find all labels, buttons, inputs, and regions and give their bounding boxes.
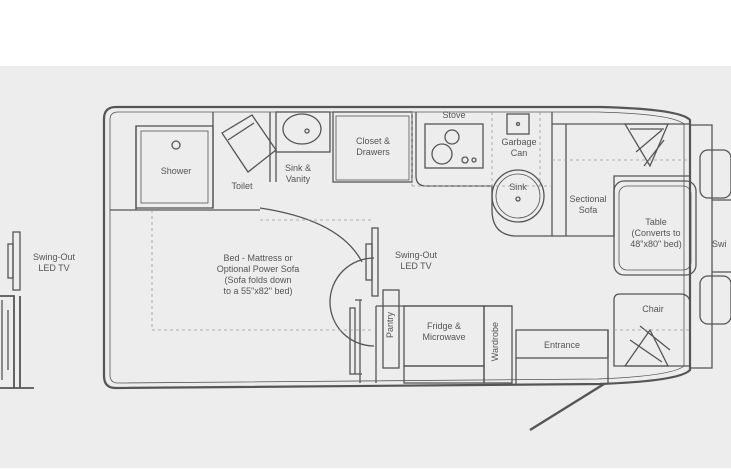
label-sink: Sink xyxy=(509,182,527,192)
dinette-table-inner xyxy=(618,185,692,271)
closet-drawers-box xyxy=(332,111,413,183)
exterior-frame-detail xyxy=(1,300,9,380)
dinette-seat-back xyxy=(623,123,669,168)
tv-lower-icon xyxy=(349,307,356,375)
stove-burner-tiny-icon xyxy=(471,157,477,163)
guide-line-front xyxy=(552,159,690,331)
label-wardrobe: Wardrobe xyxy=(490,322,500,362)
exterior-frame xyxy=(0,295,34,389)
label-entrance: Entrance xyxy=(543,340,581,350)
tv-left-base xyxy=(7,243,14,279)
rv-inner-wall xyxy=(109,111,685,384)
guide-line-aisle xyxy=(260,185,552,221)
rv-outer-wall xyxy=(102,105,692,390)
shower-drain-icon xyxy=(171,140,181,150)
bath-wall xyxy=(110,112,260,211)
label-table: Table (Converts to 48"x80" bed) xyxy=(630,217,682,249)
galley-sink-icon xyxy=(491,169,545,223)
label-pantry: Pantry xyxy=(385,312,395,339)
vanity-sink-icon xyxy=(282,113,322,145)
label-garbage-can: Garbage Can xyxy=(501,137,537,158)
stove-burner-tiny-icon xyxy=(461,156,469,164)
cab-console xyxy=(712,199,731,273)
label-chair: Chair xyxy=(642,304,664,314)
label-stove: Stove xyxy=(442,110,466,120)
galley-drain-icon xyxy=(515,196,521,202)
garbage-can-dot-icon xyxy=(515,121,521,127)
driver-seat xyxy=(699,149,731,199)
label-shower: Shower xyxy=(160,166,192,176)
stove-burner-large-icon xyxy=(431,143,453,165)
label-closet-drawers: Closet & Drawers xyxy=(355,136,390,157)
label-swing-out-tv-center: Swing-Out LED TV xyxy=(394,250,438,271)
vanity-counter xyxy=(275,111,331,153)
label-swing-out-tv-left: Swing-Out LED TV xyxy=(32,252,76,273)
label-swivel-cut: Swi xyxy=(712,239,727,249)
tv-center-base xyxy=(365,243,373,281)
cab-front xyxy=(690,124,713,369)
pantry-box xyxy=(382,289,400,369)
label-sectional-sofa: Sectional Sofa xyxy=(569,194,607,215)
dinette-seat-lines xyxy=(635,129,665,167)
tv-lower-bracket xyxy=(355,299,362,375)
entrance-door-swing xyxy=(529,382,605,432)
garbage-can-lid xyxy=(506,113,530,135)
stove-burner-small-icon xyxy=(444,129,460,145)
vanity-wall xyxy=(269,112,277,182)
shower-pan xyxy=(140,130,209,204)
closet-drawers-inner xyxy=(335,115,410,181)
vanity-drain-icon xyxy=(304,128,310,134)
label-sink-vanity: Sink & Vanity xyxy=(284,163,311,184)
entrance-step-lower xyxy=(515,330,609,384)
wardrobe-top-wall xyxy=(375,305,512,383)
label-fridge-microwave: Fridge & Microwave xyxy=(422,321,466,342)
guide-line-bed-top xyxy=(151,210,372,331)
dinette-table xyxy=(613,180,697,276)
label-toilet: Toilet xyxy=(231,181,253,191)
guide-line-cabinets xyxy=(411,112,541,186)
galley-sink-basin xyxy=(495,173,541,219)
bed-partition-wall xyxy=(259,207,363,263)
label-bed: Bed - Mattress or Optional Power Sofa (S… xyxy=(216,253,300,296)
stove-top xyxy=(424,123,484,169)
passenger-seat xyxy=(699,275,731,325)
chair-outline xyxy=(613,293,691,367)
